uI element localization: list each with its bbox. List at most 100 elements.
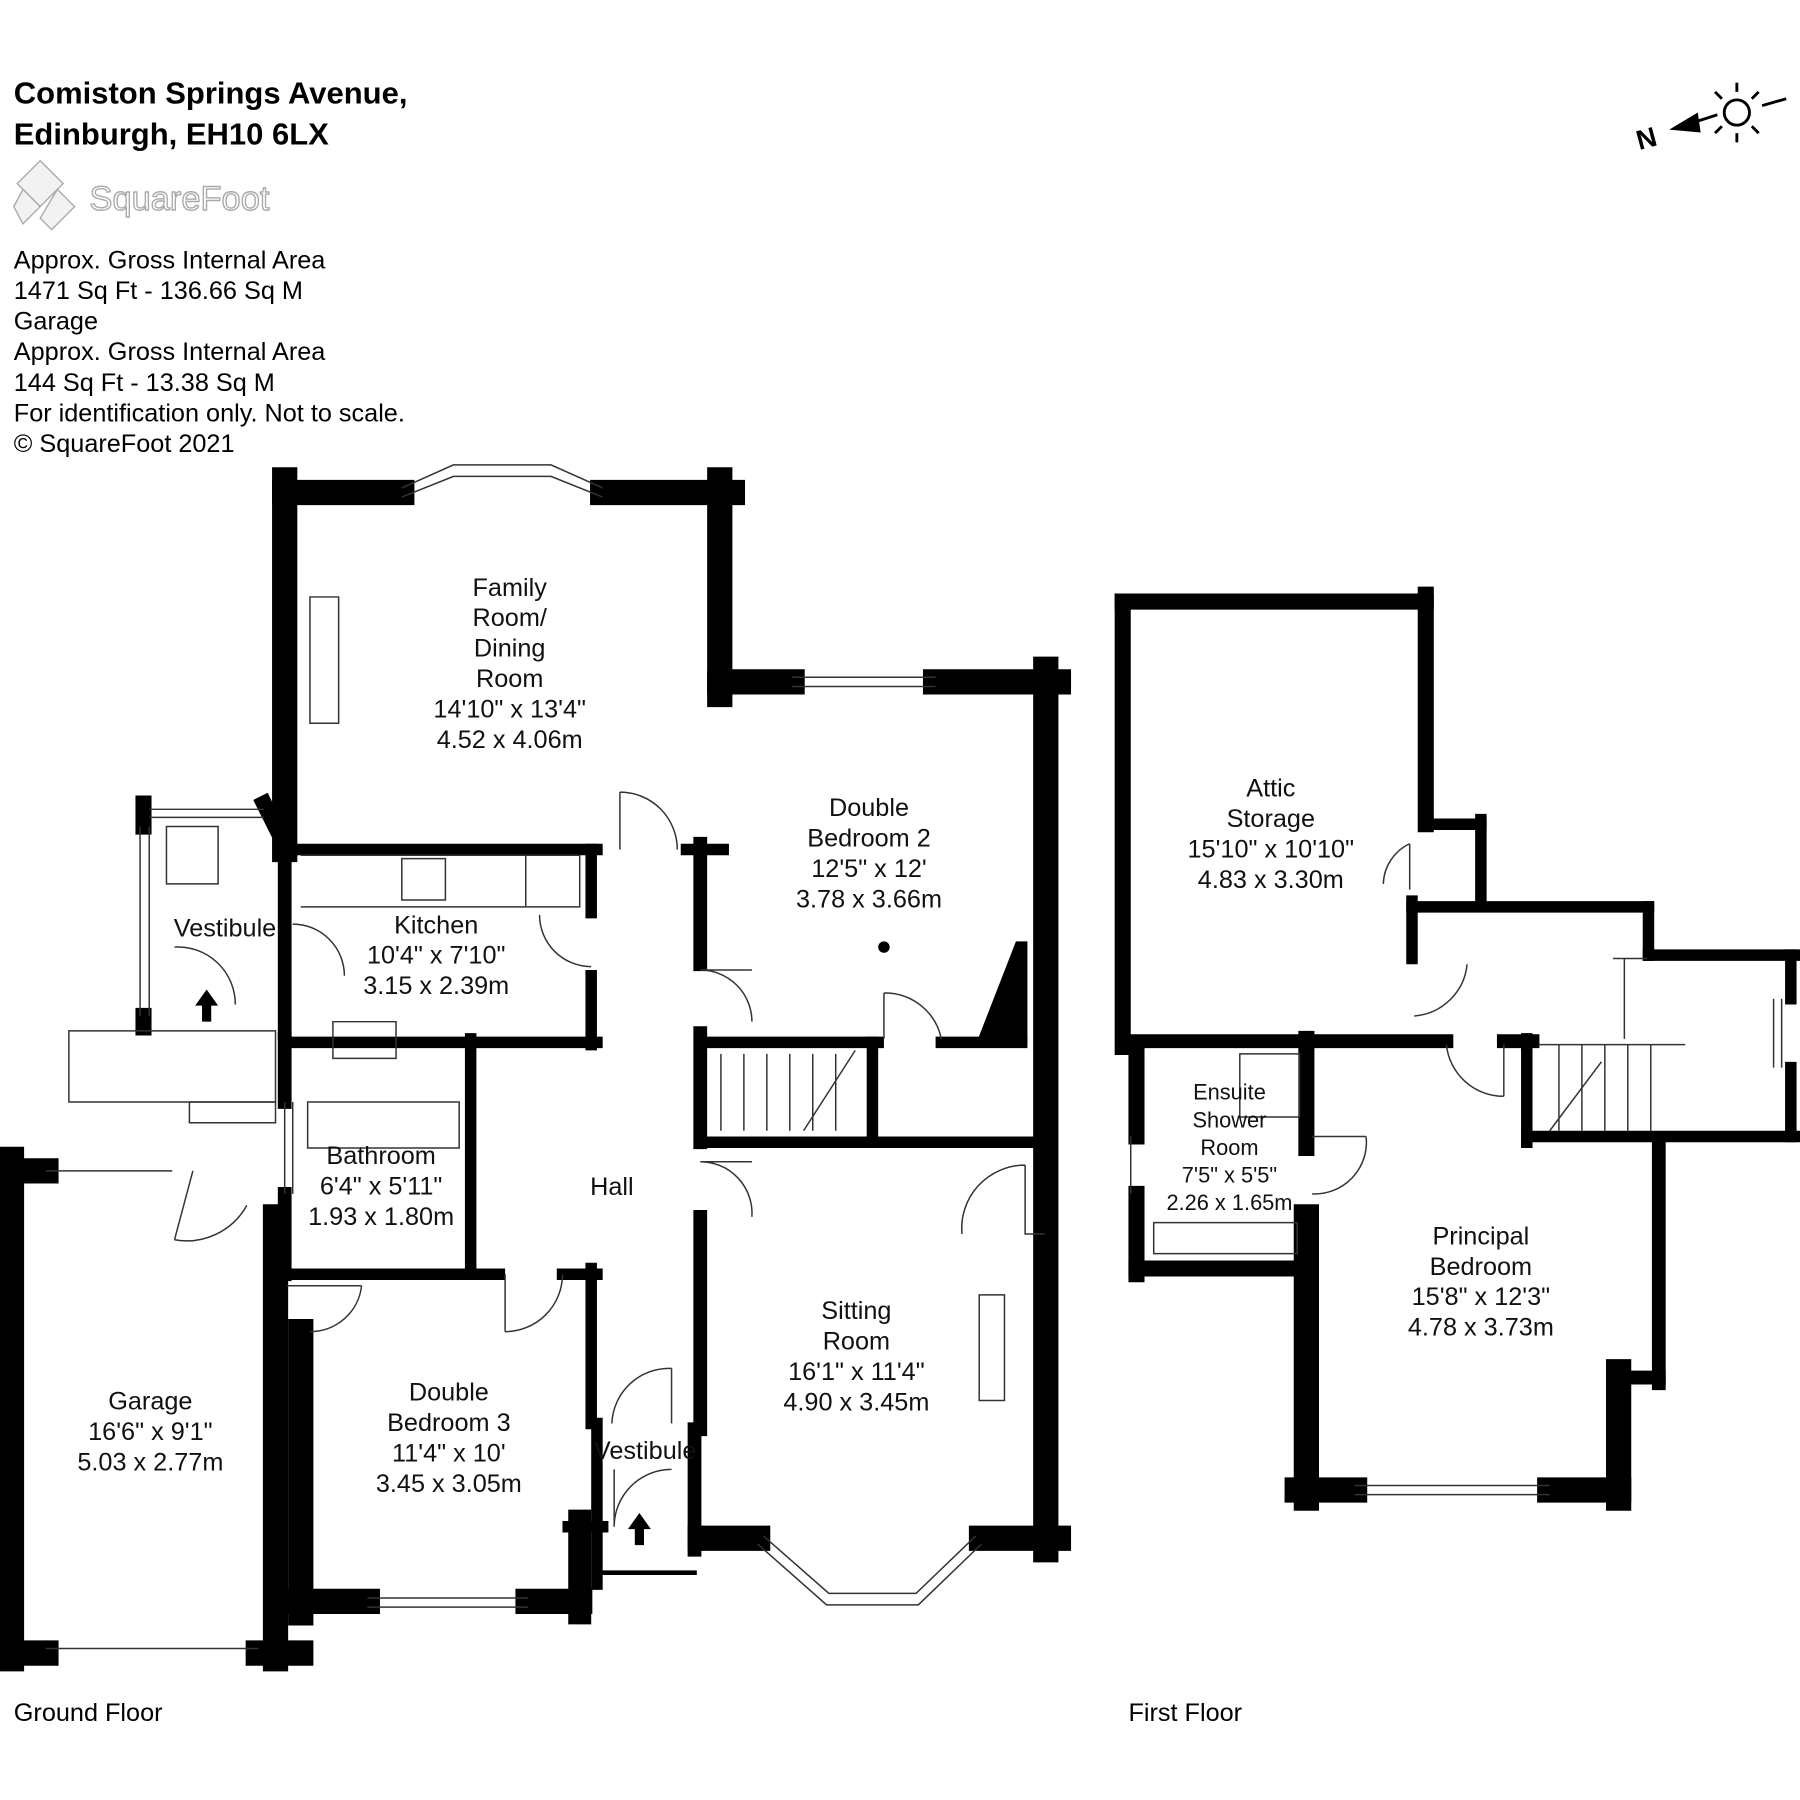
room-name-line: Attic	[1246, 775, 1295, 803]
plan-detail	[283, 1102, 294, 1194]
room-dimensions-metric: 5.03 x 2.77m	[77, 1449, 223, 1477]
plan-detail	[401, 464, 603, 498]
plan-detail	[720, 1049, 856, 1132]
address-line-2: Edinburgh, EH10 6LX	[14, 117, 329, 152]
room-dimensions-imperial: 7'5" x 5'5"	[1182, 1162, 1277, 1187]
compass-north-label: N	[1633, 121, 1660, 156]
plan-detail	[1354, 1484, 1550, 1496]
plan-detail	[68, 1030, 277, 1103]
plan-detail	[1772, 998, 1783, 1068]
room-dimensions-metric: 4.83 x 3.30m	[1198, 866, 1344, 894]
area-info-line: © SquareFoot 2021	[14, 430, 235, 458]
room-vestibule-front: Vestibule	[594, 1437, 696, 1465]
first-floor-label: First Floor	[1128, 1699, 1242, 1727]
room-name-line: Double	[409, 1379, 489, 1407]
room-dimensions-metric: 1.93 x 1.80m	[308, 1203, 454, 1231]
room-dimensions-imperial: 15'8" x 12'3"	[1412, 1283, 1550, 1311]
plan-detail	[757, 1535, 983, 1606]
plan-detail	[1445, 1044, 1505, 1098]
plan-detail	[306, 1101, 460, 1149]
plan-detail	[700, 1160, 753, 1217]
area-info-line: 1471 Sq Ft - 136.66 Sq M	[14, 277, 303, 305]
room-dimensions-metric: 4.78 x 3.73m	[1408, 1314, 1554, 1342]
plan-detail	[45, 1170, 259, 1650]
room-name-line: Room/	[473, 604, 548, 632]
plan-detail	[1612, 957, 1648, 1039]
area-info-line: Approx. Gross Internal Area	[14, 247, 327, 275]
plan-detail	[165, 825, 219, 885]
room-dimensions-imperial: 12'5" x 12'	[811, 855, 926, 883]
room-dimensions-metric: 2.26 x 1.65m	[1166, 1190, 1292, 1215]
wall	[253, 792, 287, 838]
plan-detail	[1538, 1043, 1686, 1132]
room-dimensions-imperial: 11'4" x 10'	[392, 1439, 506, 1467]
plan-detail	[332, 1020, 397, 1060]
room-hall: Hall	[590, 1173, 634, 1201]
plan-detail	[883, 992, 943, 1040]
room-name-line: Bedroom	[1430, 1253, 1532, 1281]
room-dimensions-imperial: 14'10" x 13'4"	[433, 695, 586, 723]
room-dimensions-imperial: 10'4" x 7'10"	[367, 942, 505, 970]
plan-detail	[504, 1274, 564, 1333]
room-name-line: Ensuite	[1193, 1080, 1266, 1105]
plan-detail	[286, 1284, 363, 1333]
plan-detail	[538, 914, 592, 968]
area-info-line: 144 Sq Ft - 13.38 Sq M	[14, 369, 275, 397]
plan-detail	[1312, 1135, 1368, 1195]
room-dimensions-metric: 4.52 x 4.06m	[437, 726, 583, 754]
plan-detail	[300, 854, 581, 908]
room-name-line: Dining	[474, 635, 546, 663]
room-name-line: Garage	[108, 1388, 192, 1416]
area-info-line: Approx. Gross Internal Area	[14, 338, 327, 366]
walls	[0, 467, 1800, 1672]
plan-detail	[960, 1164, 1045, 1235]
room-name-line: Double	[829, 794, 909, 822]
room-dimensions-metric: 3.78 x 3.66m	[796, 885, 942, 913]
room-name-line: Vestibule	[174, 915, 276, 943]
plan-detail	[149, 808, 265, 819]
room-name-line: Shower	[1193, 1107, 1267, 1132]
wall	[975, 941, 1028, 1045]
plan-detail	[1414, 964, 1468, 1017]
entrance-arrow-icon	[195, 989, 219, 1022]
plan-detail	[309, 596, 340, 724]
area-info-line: For identification only. Not to scale.	[14, 399, 405, 427]
plan-detail	[367, 1597, 529, 1608]
room-name-line: Bathroom	[326, 1142, 435, 1170]
windows-doors-fixtures	[45, 464, 1783, 1650]
plan-detail	[792, 676, 936, 688]
room-name-line: Sitting	[821, 1297, 891, 1325]
north-compass-icon: N	[1633, 82, 1787, 156]
room-dimensions-metric: 4.90 x 3.45m	[783, 1388, 929, 1416]
plan-detail	[1239, 1053, 1301, 1118]
room-vestibule-side: Vestibule	[174, 915, 276, 943]
plan-detail	[401, 857, 447, 901]
room-dimensions-imperial: 16'1" x 11'4"	[788, 1358, 925, 1386]
plan-detail	[1152, 1221, 1298, 1255]
plan-detail	[978, 1294, 1006, 1402]
room-name-line: Vestibule	[594, 1437, 696, 1465]
room-name-line: Hall	[590, 1173, 634, 1201]
room-dimensions-imperial: 15'10" x 10'10"	[1188, 836, 1355, 864]
room-name-line: Bedroom 2	[807, 825, 931, 853]
squarefoot-logo: SquareFoot	[12, 159, 271, 231]
plan-detail	[188, 1101, 277, 1124]
plan-detail	[173, 1170, 248, 1242]
entrance-arrow-icon	[627, 1513, 651, 1546]
plan-detail	[611, 1367, 673, 1424]
room-dimensions-imperial: 6'4" x 5'11"	[320, 1172, 443, 1200]
room-dimensions-imperial: 16'6" x 9'1"	[88, 1418, 212, 1446]
room-name-line: Kitchen	[394, 911, 478, 939]
room-dimensions-metric: 3.45 x 3.05m	[376, 1470, 522, 1498]
room-name-line: Bedroom 3	[387, 1409, 511, 1437]
ground-floor-label: Ground Floor	[14, 1699, 163, 1727]
